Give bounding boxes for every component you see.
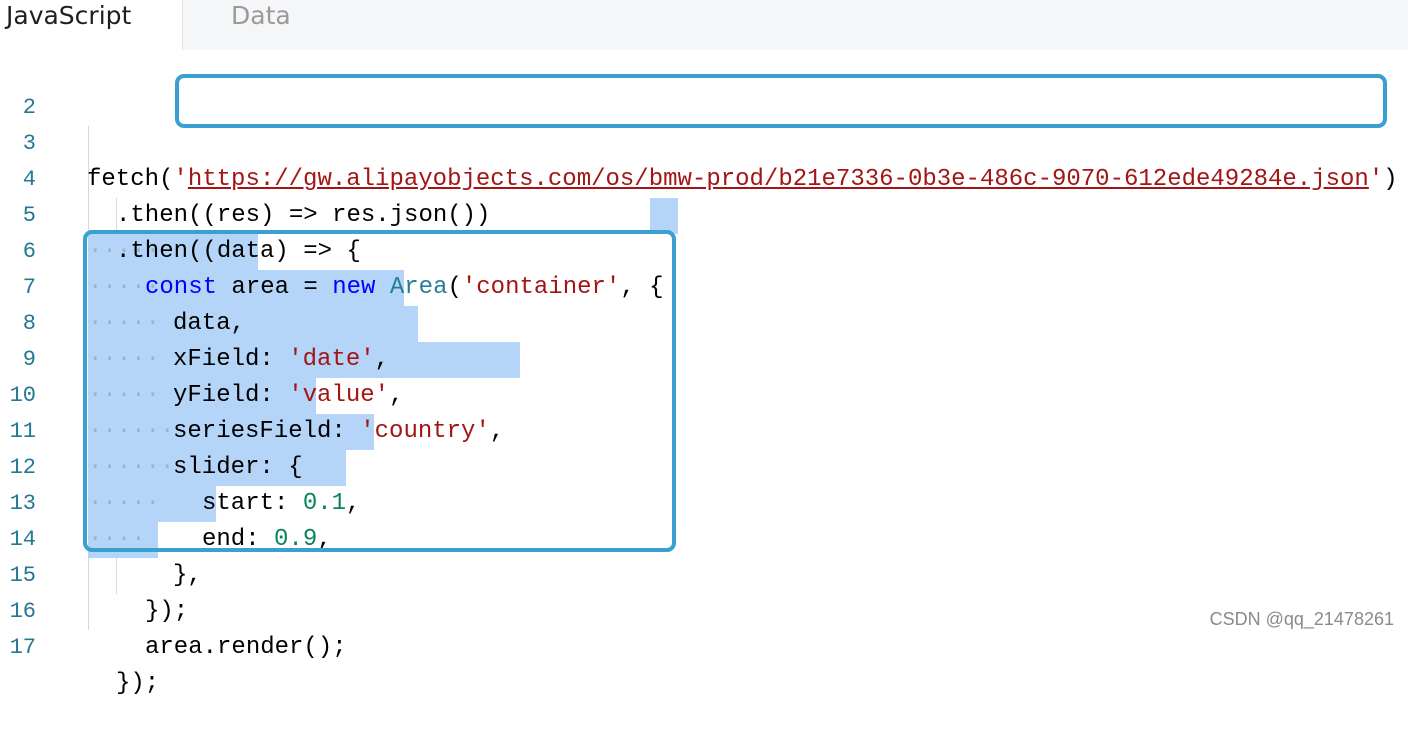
- whitespace-dots: ······: [88, 418, 175, 445]
- code-token: });: [145, 598, 189, 625]
- tab-data[interactable]: Data: [183, 0, 383, 50]
- code-class: Area: [389, 274, 448, 301]
- code-line[interactable]: 2: [0, 54, 86, 120]
- code-line[interactable]: 7 data,: [0, 234, 245, 337]
- code-token: ,: [489, 418, 505, 445]
- code-line[interactable]: 11 slider: {: [0, 378, 303, 481]
- code-string: 'date': [288, 346, 375, 373]
- code-line[interactable]: 9 yField: 'value',: [0, 306, 404, 409]
- line-number: 5: [22, 203, 36, 228]
- code-token: start:: [202, 490, 289, 517]
- code-string: 'country': [360, 418, 490, 445]
- selection-highlight: [88, 450, 346, 486]
- code-line[interactable]: 13 end: 0.9,: [0, 450, 332, 553]
- tab-data-label: Data: [231, 1, 291, 30]
- selection-highlight: [88, 522, 158, 558]
- code-string: 'value': [288, 382, 390, 409]
- code-line[interactable]: 14 },: [0, 486, 202, 589]
- selection-highlight: [88, 270, 404, 306]
- code-line[interactable]: 10 seriesField: 'country',: [0, 342, 505, 445]
- line-number: 3: [22, 131, 36, 156]
- code-token: .then((data) => {: [116, 238, 361, 265]
- url-link[interactable]: https://gw.alipayobjects.com/os/bmw-prod…: [187, 166, 1369, 193]
- code-token: },: [173, 562, 202, 589]
- selection-highlight: [88, 306, 418, 342]
- code-token: data,: [173, 310, 246, 337]
- whitespace-dots: ·····: [88, 490, 161, 517]
- options-highlight-box: [83, 230, 676, 552]
- code-token: fetch(: [87, 166, 174, 193]
- whitespace-dots: ·····: [88, 346, 161, 373]
- line-number: 12: [9, 455, 36, 480]
- line-number: 14: [9, 527, 36, 552]
- code-line[interactable]: 12 start: 0.1,: [0, 414, 361, 517]
- code-token: yField:: [173, 382, 274, 409]
- line-number: 6: [22, 239, 36, 264]
- selection-highlight: [650, 198, 678, 234]
- tab-javascript[interactable]: JavaScript: [0, 0, 183, 50]
- line-number: 7: [22, 275, 36, 300]
- whitespace-dots: ·····: [88, 382, 161, 409]
- code-token: area.render();: [145, 634, 347, 661]
- whitespace-dots: ·····: [88, 238, 161, 265]
- code-token: (: [447, 274, 462, 301]
- whitespace-dots: ······: [88, 454, 175, 481]
- line-number: 15: [9, 563, 36, 588]
- code-token: area =: [217, 274, 333, 301]
- line-number: 13: [9, 491, 36, 516]
- code-token: xField:: [173, 346, 274, 373]
- line-number: 2: [22, 95, 36, 120]
- code-keyword: new: [332, 274, 376, 301]
- watermark: CSDN @qq_21478261: [1209, 609, 1394, 629]
- selection-highlight: [88, 234, 258, 270]
- code-token: ,: [374, 346, 390, 373]
- code-keyword: const: [145, 274, 218, 301]
- code-token: .then((res) => res.json()): [116, 202, 491, 229]
- code-line[interactable]: 4 .then((res) => res.json()): [0, 126, 491, 229]
- code-string: 'container': [461, 274, 621, 301]
- line-number: 8: [22, 311, 36, 336]
- code-token: });: [116, 670, 160, 697]
- line-number: 11: [9, 419, 36, 444]
- code-token: slider: {: [173, 454, 303, 481]
- line-number: 16: [9, 599, 36, 624]
- code-line[interactable]: 3 fetch('https://gw.alipayobjects.com/os…: [0, 90, 1398, 193]
- editor-tab-bar: JavaScript Data: [0, 0, 1408, 50]
- code-line[interactable]: 16 area.render();: [0, 558, 347, 661]
- code-line[interactable]: 6 const area = new Area('container', {: [0, 198, 664, 301]
- code-number: 0.1: [302, 490, 347, 517]
- selection-highlight: [88, 486, 216, 522]
- line-number: 9: [22, 347, 36, 372]
- code-editor[interactable]: ····· ····· ····· ····· ····· ······ ···…: [0, 50, 1408, 697]
- selection-highlight: [88, 378, 316, 414]
- code-token: ,: [346, 490, 361, 517]
- code-token: ': [1368, 166, 1384, 193]
- code-token: seriesField:: [173, 418, 346, 445]
- code-line[interactable]: 8 xField: 'date',: [0, 270, 389, 373]
- url-highlight-box: [175, 74, 1387, 128]
- code-line[interactable]: 15 });: [0, 522, 189, 625]
- code-token: , {: [620, 274, 664, 301]
- selection-highlight: [88, 414, 374, 450]
- code-token: ): [1383, 166, 1398, 193]
- whitespace-dots: ·····: [88, 310, 161, 337]
- selection-highlight: [88, 342, 520, 378]
- code-token: ,: [389, 382, 404, 409]
- tab-javascript-label: JavaScript: [6, 1, 132, 30]
- line-number: 17: [9, 635, 36, 660]
- code-line[interactable]: 5 .then((data) => {: [0, 162, 361, 265]
- line-number: 10: [9, 383, 36, 408]
- code-token: ': [173, 166, 188, 193]
- line-number: 4: [22, 167, 36, 192]
- code-line[interactable]: 17 });: [0, 594, 160, 697]
- whitespace-dots: ·····: [88, 274, 161, 301]
- code-token: ,: [317, 526, 332, 553]
